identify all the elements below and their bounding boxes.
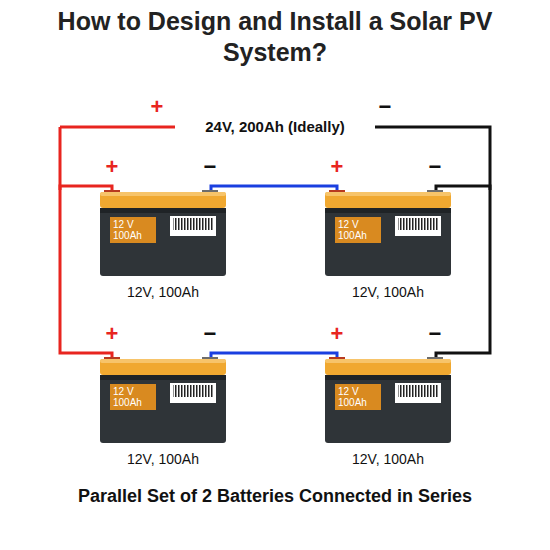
negative-wire	[275, 127, 490, 190]
battery: 12 V 100Ah12V, 100Ah	[100, 357, 226, 443]
terminal-sign: +	[325, 156, 349, 178]
terminal-sign: −	[198, 156, 222, 178]
title: How to Design and Install a Solar PV Sys…	[10, 6, 540, 68]
battery-plate-label: 12 V 100Ah	[335, 217, 381, 243]
battery-plate-label: 12 V 100Ah	[335, 384, 381, 410]
positive-wire	[59, 127, 62, 190]
battery-plate-label: 12 V 100Ah	[110, 384, 156, 410]
terminal-sign: +	[100, 323, 124, 345]
battery-rating: 12V, 100Ah	[70, 284, 256, 300]
terminal-sign: +	[100, 156, 124, 178]
terminal-sign: −	[198, 323, 222, 345]
battery-plate-label: 12 V 100Ah	[110, 217, 156, 243]
battery-rating: 12V, 100Ah	[70, 451, 256, 467]
battery: 12 V 100Ah12V, 100Ah	[325, 190, 451, 276]
battery-wire	[211, 186, 337, 190]
terminal-sign: +	[325, 323, 349, 345]
battery-rating: 12V, 100Ah	[295, 284, 481, 300]
caption: Parallel Set of 2 Batteries Connected in…	[5, 486, 545, 507]
terminal-sign: −	[423, 323, 447, 345]
battery-wire	[211, 353, 337, 357]
terminal-sign: −	[423, 156, 447, 178]
battery: 12 V 100Ah12V, 100Ah	[325, 357, 451, 443]
battery-rating: 12V, 100Ah	[295, 451, 481, 467]
battery: 12 V 100Ah12V, 100Ah	[100, 190, 226, 276]
terminal-sign: −	[373, 96, 397, 118]
terminal-sign: +	[145, 96, 169, 118]
system-rating: 24V, 200Ah (Ideally)	[175, 118, 375, 136]
